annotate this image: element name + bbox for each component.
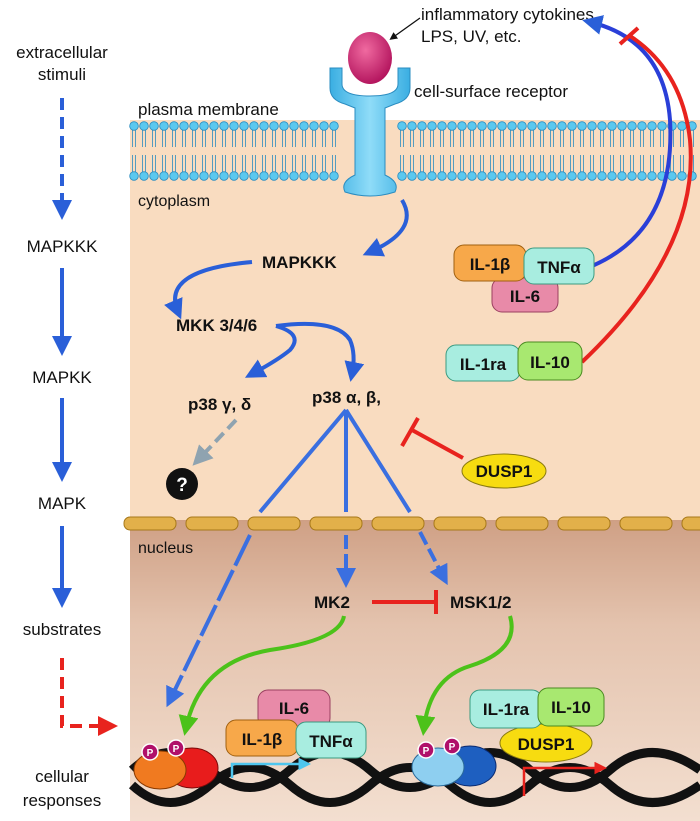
arrow-mkk-to-p38gd	[244, 324, 297, 378]
il6-label-cyto: IL-6	[510, 287, 540, 306]
left-mapk-label: MAPK	[38, 494, 87, 513]
arrow-receptor-to-mapkkk	[362, 198, 409, 257]
il6-label-nuc: IL-6	[279, 699, 309, 718]
phospho-left-2-label: P	[173, 744, 180, 755]
node-p38-alpha-beta: p38 α, β,	[312, 388, 381, 407]
arrow-mkk-to-p38ab	[275, 321, 365, 382]
node-p38-gamma-delta: p38 γ, δ	[188, 395, 251, 414]
phospho-right-1	[417, 741, 435, 759]
plasma-membrane	[129, 121, 697, 181]
il10-label-cyto: IL-10	[530, 353, 570, 372]
arrow-cytokines-to-stimuli	[582, 15, 673, 268]
left-extracellular-label: extracellular	[16, 43, 108, 62]
il1b-label-cyto: IL-1β	[470, 255, 511, 274]
node-mkk: MKK 3/4/6	[176, 316, 257, 335]
dusp1-node	[461, 453, 547, 489]
transcription-arrow-left	[230, 757, 311, 778]
nuclear-envelope	[123, 516, 700, 531]
il1ra-label-cyto: IL-1ra	[460, 355, 507, 374]
arrow-mk2-to-substrate	[178, 615, 346, 736]
tnfa-box-nuc	[295, 721, 367, 759]
left-mapkkk-label: MAPKKK	[27, 237, 99, 256]
transcription-arrow-right	[522, 761, 607, 796]
tnfa-label-nuc: TNFα	[309, 732, 353, 751]
dusp1-node-label: DUSP1	[476, 462, 533, 481]
phospho-left-1-label: P	[147, 748, 154, 759]
dusp1-inhibition-bar	[400, 417, 420, 447]
cytoplasm-label: cytoplasm	[138, 193, 210, 210]
arrow-mapkkk-to-mkk	[164, 260, 253, 320]
left-mapkk-label: MAPKK	[32, 368, 92, 387]
stimuli-pointer-arrow	[389, 17, 421, 40]
unknown-target-icon	[166, 468, 198, 500]
node-mk2: MK2	[314, 593, 350, 612]
phospho-left-2	[167, 739, 185, 757]
arrow-p38gd-to-unknown	[192, 418, 238, 466]
left-cellular-label: cellular	[35, 767, 89, 786]
left-substrates-label: substrates	[23, 620, 101, 639]
nucleus-label: nucleus	[138, 540, 193, 557]
phospho-right-2	[443, 737, 461, 755]
il1b-label-nuc: IL-1β	[242, 730, 283, 749]
substrate-left-orange	[133, 750, 187, 790]
il10-box-cyto	[517, 341, 583, 381]
phospho-left-1	[141, 743, 159, 761]
tnfa-label-cyto: TNFα	[537, 258, 581, 277]
arrow-msk-to-substrate	[415, 615, 514, 736]
il10-box-nuc	[537, 687, 605, 727]
stimuli-label-2: LPS, UV, etc.	[421, 27, 521, 46]
il10-label-nuc: IL-10	[551, 698, 591, 717]
membrane-label: plasma membrane	[138, 100, 279, 119]
il1ra-label-nuc: IL-1ra	[483, 700, 530, 719]
node-mapkkk: MAPKKK	[262, 253, 337, 272]
tnfa-box-cyto	[523, 247, 595, 285]
receptor-label: cell-surface receptor	[414, 82, 568, 101]
cytoplasm-region	[130, 120, 700, 525]
left-responses-label: responses	[23, 791, 101, 810]
arrow-antiinflammatory-inhibits-stimuli	[580, 34, 693, 364]
unknown-target-label: ?	[176, 475, 188, 496]
phospho-right-2-label: P	[449, 742, 456, 753]
inhibition-bar-top	[618, 26, 640, 46]
left-stimuli-label: stimuli	[38, 65, 86, 84]
stimuli-label-1: inflammatory cytokines,	[421, 5, 599, 24]
ligand	[348, 32, 392, 84]
left-red-dashed-arrow	[60, 658, 118, 736]
dusp1-inhibition-line	[411, 428, 464, 460]
p38ab-branches	[166, 408, 448, 708]
node-msk: MSK1/2	[450, 593, 511, 612]
dusp1-nuc-label: DUSP1	[518, 735, 575, 754]
phospho-right-1-label: P	[423, 746, 430, 757]
cell-surface-receptor	[329, 67, 411, 197]
